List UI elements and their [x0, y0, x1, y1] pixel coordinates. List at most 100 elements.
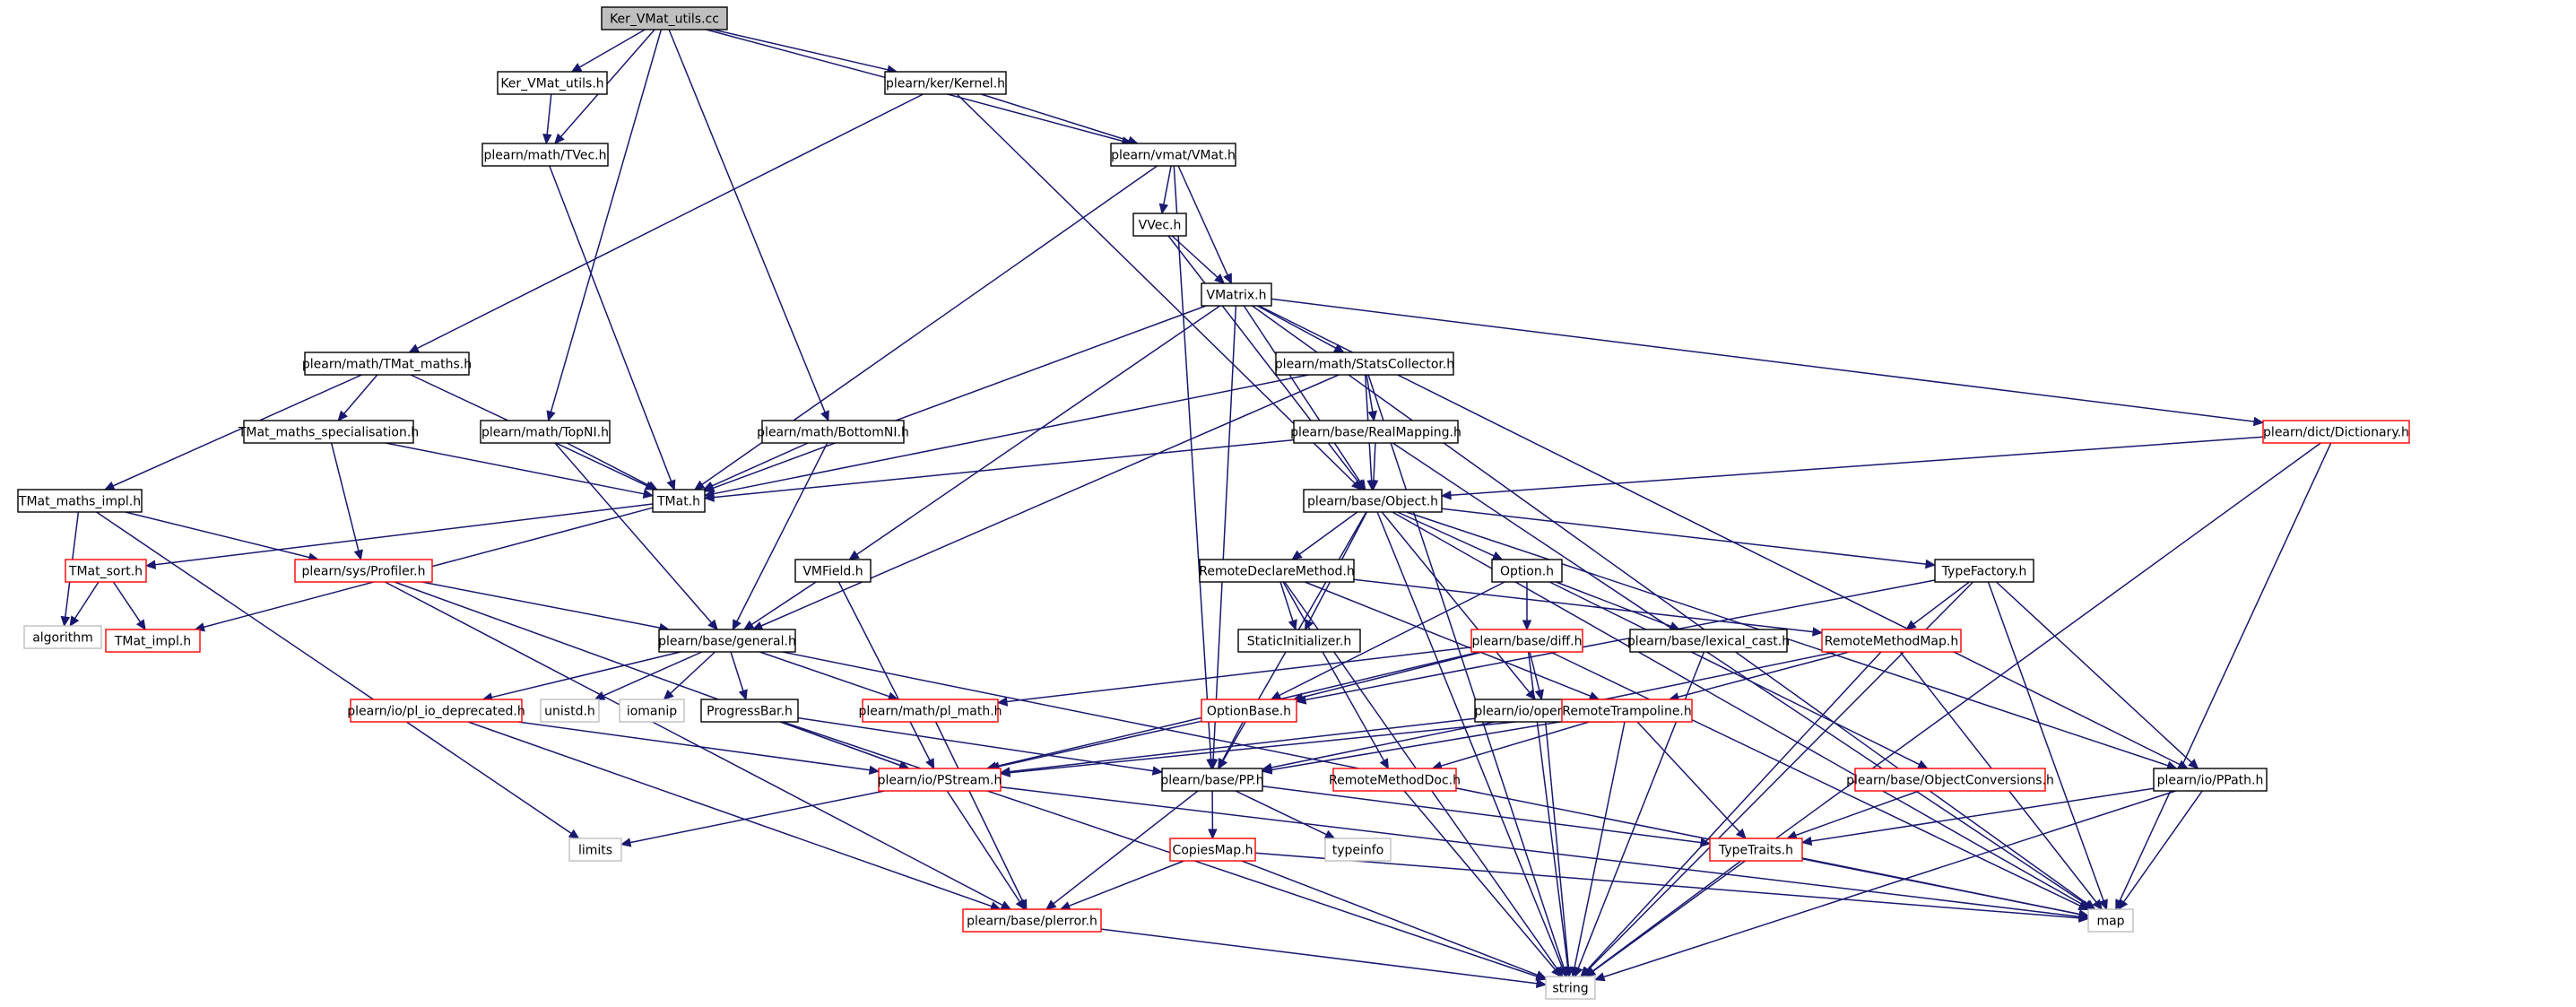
node-tvec[interactable]: plearn/math/TVec.h [481, 143, 609, 167]
node-plerror[interactable]: plearn/base/plerror.h [962, 908, 1102, 933]
edge-optbase-to-pstream [988, 720, 1202, 771]
node-lexcast[interactable]: plearn/base/lexical_cast.h [1627, 629, 1790, 653]
node-diff[interactable]: plearn/base/diff.h [1470, 629, 1583, 653]
node-vmfield[interactable]: VMField.h [794, 559, 872, 583]
edge-tvec-to-tmat [549, 165, 676, 491]
node-tmimpl[interactable]: TMat_maths_impl.h [17, 489, 143, 513]
edge-rtramp-to-pp [1261, 720, 1563, 775]
node-general[interactable]: plearn/base/general.h [658, 629, 796, 653]
node-rdm[interactable]: RemoteDeclareMethod.h [1199, 559, 1355, 583]
node-statscol[interactable]: plearn/math/StatsCollector.h [1275, 352, 1454, 376]
edge-line [1302, 651, 1483, 699]
node-label: plearn/math/TopNI.h [481, 426, 609, 440]
node-tmspec[interactable]: TMat_maths_specialisation.h [238, 420, 419, 444]
arrowhead-icon [1158, 203, 1169, 215]
node-dict[interactable]: plearn/dict/Dictionary.h [2262, 420, 2410, 444]
node-label: VMatrix.h [1207, 289, 1267, 303]
edge-line [1000, 786, 2080, 918]
arrowhead-icon [1925, 559, 1937, 569]
node-typetraits[interactable]: TypeTraits.h [1709, 838, 1803, 862]
arrowhead-icon [820, 410, 829, 422]
node-typeinfo: typeinfo [1324, 838, 1392, 862]
arrowhead-icon [666, 479, 676, 491]
edge-line [934, 721, 1024, 902]
node-box [700, 699, 799, 723]
arrowhead-icon [707, 619, 718, 630]
edge-line [1053, 790, 1199, 905]
arrowhead-icon [594, 690, 606, 700]
node-pliodep[interactable]: plearn/io/pl_io_deprecated.h [347, 699, 525, 723]
edge-option-to-diff [1522, 582, 1532, 631]
edge-line [416, 93, 924, 350]
node-root[interactable]: Ker_VMat_utils.cc [601, 6, 728, 30]
node-kernel[interactable]: plearn/ker/Kernel.h [884, 71, 1007, 95]
edge-line [1279, 581, 1294, 621]
node-ppath[interactable]: plearn/io/PPath.h [2153, 768, 2268, 792]
node-label: plearn/base/Object.h [1307, 495, 1438, 509]
node-pp[interactable]: plearn/base/PP.h [1160, 768, 1264, 792]
edge-diff-to-map [1549, 651, 2090, 911]
node-copiesmap[interactable]: CopiesMap.h [1169, 838, 1256, 862]
node-label: plearn/io/PPath.h [2157, 774, 2264, 788]
arrowhead-icon [1535, 978, 1548, 989]
node-vmatrix[interactable]: VMatrix.h [1201, 282, 1272, 307]
node-vvec[interactable]: VVec.h [1132, 213, 1187, 237]
node-label: plearn/base/diff.h [1472, 635, 1583, 649]
node-botnl[interactable]: plearn/math/BottomNI.h [757, 420, 909, 444]
node-pstream[interactable]: plearn/io/PStream.h [878, 768, 1002, 792]
node-topnl[interactable]: plearn/math/TopNI.h [480, 420, 611, 444]
arrowhead-icon [642, 489, 655, 499]
arrowhead-icon [996, 697, 1009, 707]
edge-line [112, 374, 362, 487]
node-plmath[interactable]: plearn/math/pl_math.h [858, 699, 1002, 723]
node-tmatimpl[interactable]: TMat_impl.h [105, 629, 201, 653]
arrowhead-icon [1588, 691, 1600, 701]
node-kvu[interactable]: Ker_VMat_utils.h [497, 71, 608, 95]
edge-pp-to-plerror [1045, 790, 1199, 910]
node-label: plearn/base/lexical_cast.h [1627, 635, 1790, 649]
edge-line [1556, 581, 1671, 628]
node-progress[interactable]: ProgressBar.h [700, 699, 799, 723]
edge-line [559, 29, 655, 137]
node-box [1237, 629, 1361, 653]
node-tmatmaths[interactable]: plearn/math/TMat_maths.h [302, 352, 472, 376]
edge-line [736, 442, 828, 622]
node-label: plearn/base/plerror.h [967, 915, 1097, 929]
edge-line [1586, 651, 1882, 971]
node-profiler[interactable]: plearn/sys/Profiler.h [294, 559, 433, 583]
node-box [2087, 908, 2134, 933]
edge-root-to-kvu [570, 29, 646, 73]
node-tmat[interactable]: TMat.h [652, 489, 706, 513]
node-box [1709, 838, 1803, 862]
arrowhead-icon [925, 758, 935, 770]
edge-line [711, 442, 809, 487]
node-rtramp[interactable]: RemoteTrampoline.h [1561, 699, 1693, 723]
node-typefac[interactable]: TypeFactory.h [1934, 559, 2034, 583]
node-rmm[interactable]: RemoteMethodMap.h [1821, 629, 1962, 653]
arrowhead-icon [144, 560, 157, 570]
node-vmat[interactable]: plearn/vmat/VMat.h [1110, 143, 1236, 167]
edge-line [546, 93, 552, 135]
edge-pstream-to-limits [620, 790, 885, 847]
arrowhead-icon [2077, 901, 2090, 911]
node-rmdoc[interactable]: RemoteMethodDoc.h [1329, 768, 1461, 792]
arrowhead-icon [742, 620, 755, 630]
node-object[interactable]: plearn/base/Object.h [1303, 489, 1443, 513]
edge-line [2119, 442, 2332, 902]
node-box [1324, 838, 1392, 862]
node-staticinit[interactable]: StaticInitializer.h [1237, 629, 1361, 653]
node-box [568, 838, 622, 862]
edge-root-to-tvec [554, 29, 655, 144]
node-option[interactable]: Option.h [1491, 559, 1563, 583]
arrowhead-icon [1522, 620, 1532, 631]
node-label: Ker_VMat_utils.cc [610, 13, 719, 27]
arrowhead-icon [868, 765, 880, 775]
node-objconv[interactable]: plearn/base/ObjectConversions.h [1846, 768, 2054, 792]
node-tmsort[interactable]: TMat_sort.h [65, 559, 147, 583]
node-realmap[interactable]: plearn/base/RealMapping.h [1290, 420, 1461, 444]
edge-profiler-to-general [421, 581, 671, 633]
arrowhead-icon [2098, 898, 2108, 911]
node-optbase[interactable]: OptionBase.h [1201, 699, 1297, 723]
edge-line [1529, 651, 1540, 691]
edge-line [1282, 581, 1385, 761]
